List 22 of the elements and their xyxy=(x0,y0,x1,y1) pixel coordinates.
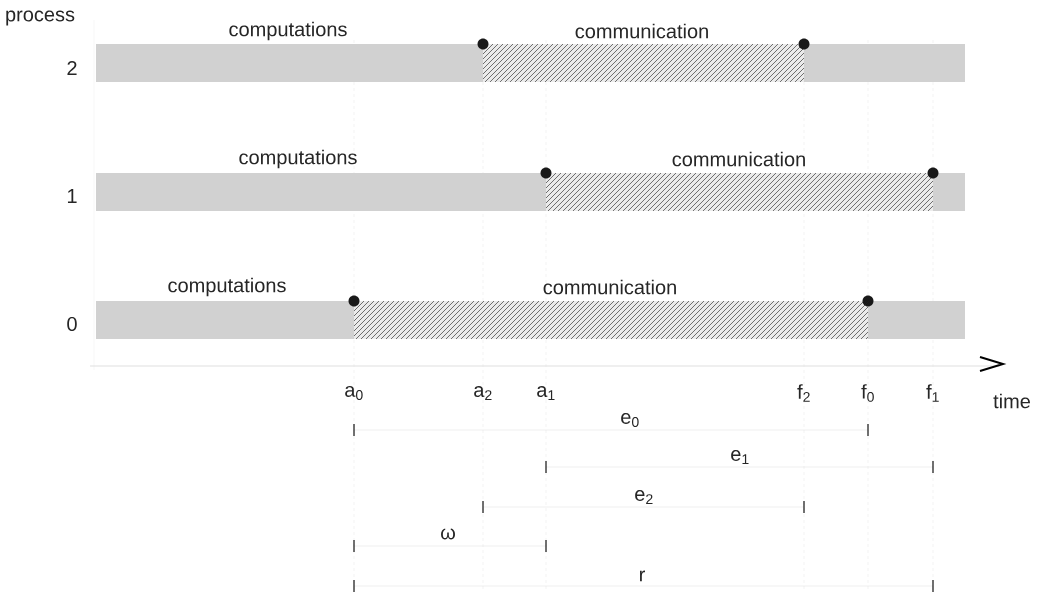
dimension-label: ω xyxy=(441,528,455,540)
tick-label: a$_{2}$ xyxy=(474,386,492,400)
bar-label: communication xyxy=(672,151,805,167)
bar-label: communication xyxy=(575,23,708,39)
tick-label: f$_{2}$ xyxy=(797,384,810,402)
tick-label: a$_{0}$ xyxy=(345,386,363,400)
bar-label: computations xyxy=(229,21,347,41)
bar-label: computations xyxy=(168,277,286,297)
dimension-label: e$_{0}$ xyxy=(621,413,639,427)
row-label: 2 xyxy=(67,61,77,75)
row-label: 1 xyxy=(67,189,77,203)
row-label: 0 xyxy=(67,316,77,332)
tick-label: f$_{0}$ xyxy=(861,384,874,402)
axis-title: time xyxy=(993,393,1030,409)
tick-label: a$_{1}$ xyxy=(537,386,555,400)
bar-label: computations xyxy=(239,149,357,169)
axis-title: process xyxy=(6,10,75,26)
dimension-label: r xyxy=(640,570,645,582)
dimension-label: e$_{1}$ xyxy=(731,450,749,464)
bar-label: communication xyxy=(543,279,676,295)
dimension-label: e$_{2}$ xyxy=(635,490,653,504)
tick-label: f$_{1}$ xyxy=(926,384,939,402)
